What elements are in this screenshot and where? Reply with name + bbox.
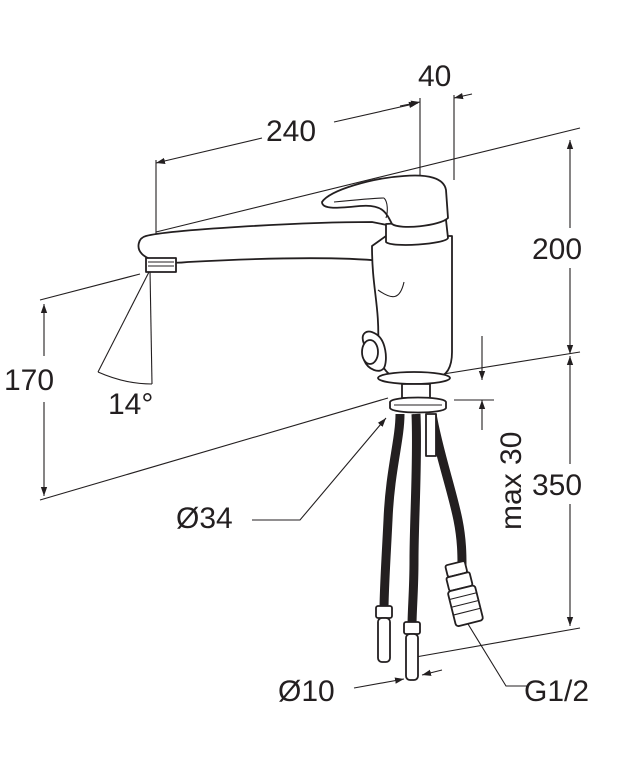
supply-hoses [379,413,467,627]
dimension-lines [40,92,574,689]
label-40: 40 [418,60,451,93]
label-350: 350 [532,469,582,502]
dimension-labels: 240 40 200 170 14° Ø34 max 30 350 Ø10 G1… [4,60,589,708]
label-max-30: max 30 [495,432,528,530]
faucet [137,174,453,414]
label-diameter-10: Ø10 [278,675,335,708]
label-240: 240 [266,115,316,148]
extension-lines [39,95,581,659]
label-170: 170 [4,364,54,397]
hose-fittings [375,560,484,681]
label-200: 200 [532,233,582,266]
label-14-degrees: 14° [108,388,153,421]
label-thread-g1-2: G1/2 [524,675,589,708]
label-diameter-34: Ø34 [176,502,233,535]
